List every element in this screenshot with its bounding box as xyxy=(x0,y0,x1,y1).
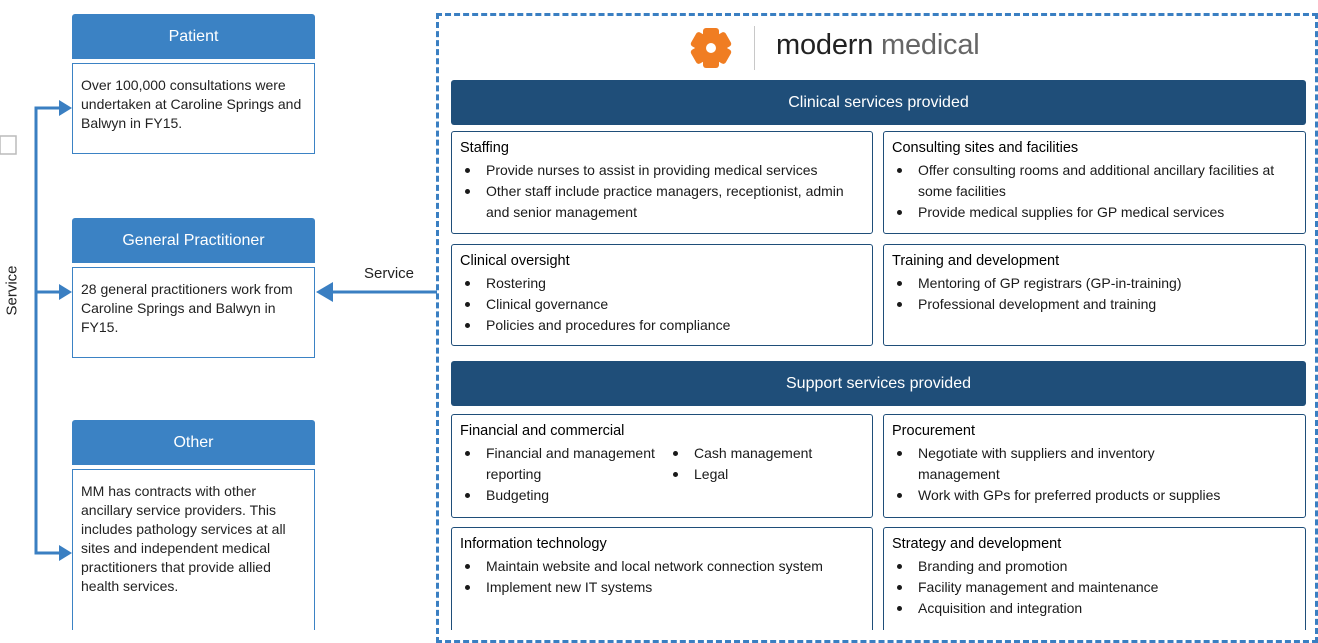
logo-divider xyxy=(754,26,755,70)
service-arrow-label: Service xyxy=(364,265,415,282)
patient-header: Patient xyxy=(72,14,315,59)
patient-text: Over 100,000 consultations were undertak… xyxy=(72,63,315,154)
list-item: Policies and procedures for compliance xyxy=(460,315,864,336)
arrow-head-gp xyxy=(59,284,72,300)
gp-text: 28 general practitioners work from Carol… xyxy=(72,267,315,358)
logo-word-modern: modern xyxy=(776,29,874,61)
other-text: MM has contracts with other ancillary se… xyxy=(72,469,315,630)
list-item: Facility management and maintenance xyxy=(892,577,1297,598)
card-strategy-development: Strategy and development Branding and pr… xyxy=(883,527,1306,630)
support-services-header: Support services provided xyxy=(451,361,1306,406)
list-item: Clinical governance xyxy=(460,294,864,315)
list-item: Negotiate with suppliers and inventory m… xyxy=(892,443,1238,485)
gp-header: General Practitioner xyxy=(72,218,315,263)
list-item: Acquisition and integration xyxy=(892,598,1297,619)
list-item: Offer consulting rooms and additional an… xyxy=(892,160,1297,202)
arrow-head-patient xyxy=(59,100,72,116)
logo: modern medical xyxy=(686,26,1016,70)
card-consulting-sites: Consulting sites and facilities Offer co… xyxy=(883,131,1306,234)
card-title: Procurement xyxy=(892,423,976,439)
list-item: Provide medical supplies for GP medical … xyxy=(892,202,1297,223)
card-training-development: Training and development Mentoring of GP… xyxy=(883,244,1306,346)
card-title: Consulting sites and facilities xyxy=(892,140,1079,156)
list-item: Legal xyxy=(668,464,812,485)
card-title: Training and development xyxy=(892,253,1060,269)
card-clinical-oversight: Clinical oversight Rostering Clinical go… xyxy=(451,244,873,346)
edge-marker xyxy=(0,135,17,155)
logo-asterisk-icon xyxy=(690,28,732,68)
list-item: Professional development and training xyxy=(892,294,1297,315)
card-title: Information technology xyxy=(460,536,607,552)
list-item: Maintain website and local network conne… xyxy=(460,556,866,577)
list-item: Implement new IT systems xyxy=(460,577,864,598)
card-title: Financial and commercial xyxy=(460,423,625,439)
list-item: Branding and promotion xyxy=(892,556,1297,577)
list-item: Provide nurses to assist in providing me… xyxy=(460,160,864,181)
card-procurement: Procurement Negotiate with suppliers and… xyxy=(883,414,1306,518)
card-financial-commercial: Financial and commercial Financial and m… xyxy=(451,414,873,518)
connector-lines xyxy=(0,100,437,561)
logo-word-medical: medical xyxy=(881,29,980,61)
list-item: Work with GPs for preferred products or … xyxy=(892,485,1297,506)
card-information-technology: Information technology Maintain website … xyxy=(451,527,873,630)
service-arrow-head xyxy=(316,282,333,302)
arrow-head-other xyxy=(59,545,72,561)
logo-wordmark: modern medical xyxy=(776,29,980,62)
other-header: Other xyxy=(72,420,315,465)
clinical-services-header: Clinical services provided xyxy=(451,80,1306,125)
card-title: Strategy and development xyxy=(892,536,1062,552)
vertical-service-label: Service xyxy=(3,265,21,316)
list-item: Financial and management reporting xyxy=(460,443,656,485)
card-title: Staffing xyxy=(460,140,509,156)
list-item: Rostering xyxy=(460,273,864,294)
list-item: Cash management xyxy=(668,443,812,464)
list-item: Mentoring of GP registrars (GP-in-traini… xyxy=(892,273,1297,294)
card-staffing: Staffing Provide nurses to assist in pro… xyxy=(451,131,873,234)
list-item: Budgeting xyxy=(460,485,668,506)
bracket-line xyxy=(34,106,67,555)
card-title: Clinical oversight xyxy=(460,253,570,269)
list-item: Other staff include practice managers, r… xyxy=(460,181,864,223)
